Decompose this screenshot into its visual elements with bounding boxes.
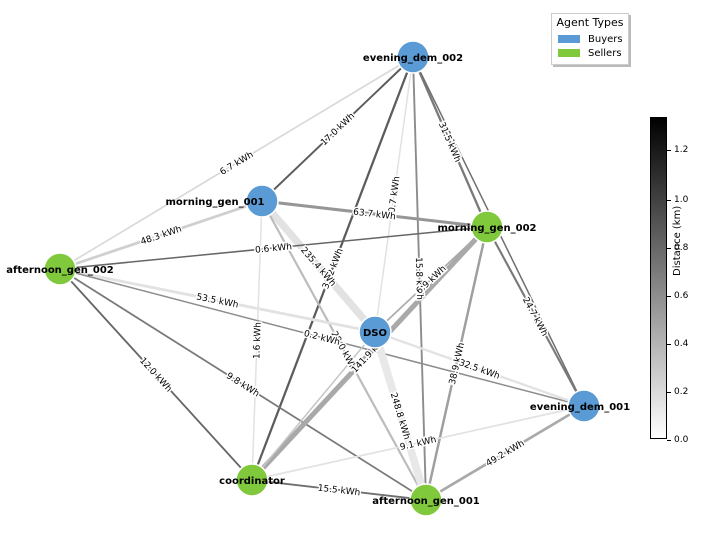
node-label-afternoon_gen_001: afternoon_gen_001 bbox=[372, 496, 480, 507]
legend-swatch-buyers bbox=[558, 35, 580, 43]
colorbar-tick: 1.0 bbox=[666, 194, 688, 206]
edge-evening_dem_001-afternoon_gen_001 bbox=[425, 404, 585, 502]
node-label-evening_dem_002: evening_dem_002 bbox=[363, 53, 463, 64]
edge-morning_gen_001-afternoon_gen_002 bbox=[59, 199, 263, 271]
node-morning_gen_001 bbox=[245, 184, 279, 218]
edge-morning_gen_002-coordinator bbox=[250, 225, 489, 482]
legend-item-buyers: Buyers bbox=[558, 34, 623, 46]
node-label-morning_gen_002: morning_gen_002 bbox=[438, 223, 537, 234]
edge-label: 48.3 kWh bbox=[139, 224, 183, 247]
edge-label: 24.7 kWh bbox=[520, 296, 549, 338]
edge-evening_dem_002-morning_gen_001 bbox=[261, 56, 414, 202]
edge-label: 17.0 kWh bbox=[319, 111, 357, 148]
edge-label: 53.5 kWh bbox=[195, 292, 239, 310]
edge-morning_gen_001-afternoon_gen_001 bbox=[261, 200, 427, 501]
edge-evening_dem_002-DSO bbox=[374, 56, 414, 333]
edge-morning_gen_001-coordinator bbox=[251, 200, 263, 481]
edge-label: 248.8 kWh bbox=[388, 392, 412, 441]
node-evening_dem_002 bbox=[396, 40, 430, 74]
edge-evening_dem_002-afternoon_gen_002 bbox=[59, 56, 414, 270]
edge-coordinator-afternoon_gen_001 bbox=[251, 479, 427, 501]
edge-label: 15.5 kWh bbox=[317, 484, 361, 499]
edge-afternoon_gen_002-afternoon_gen_001 bbox=[59, 268, 427, 501]
node-label-DSO: DSO bbox=[363, 328, 387, 339]
edge-DSO-afternoon_gen_001 bbox=[371, 330, 430, 502]
edge-afternoon_gen_002-coordinator bbox=[59, 268, 253, 481]
edge-evening_dem_001-coordinator bbox=[251, 405, 585, 481]
edge-afternoon_gen_002-evening_dem_001 bbox=[59, 268, 585, 407]
edges-layer bbox=[59, 56, 585, 502]
edge-label: 15.8 kWh bbox=[413, 257, 424, 300]
legend-label-sellers: Sellers bbox=[588, 48, 622, 59]
edge-label-halo: 15.8 kWh bbox=[413, 257, 424, 300]
edge-label: 6.7 kWh bbox=[219, 150, 256, 178]
edge-label-halo: 0.6 kWh bbox=[255, 242, 293, 256]
colorbar-tick: 0.8 bbox=[666, 242, 688, 254]
colorbar-tick: 0.0 bbox=[666, 434, 688, 446]
edge-label: 12.0 kWh bbox=[137, 356, 173, 394]
colorbar-label: Distance (km) bbox=[672, 205, 683, 276]
node-label-coordinator: coordinator bbox=[219, 476, 285, 487]
edge-evening_dem_002-morning_gen_002 bbox=[411, 56, 489, 228]
legend-swatch-sellers bbox=[558, 49, 580, 57]
edge-label: 1.6 kWh bbox=[252, 322, 263, 359]
edge-label: 31.5 kWh bbox=[436, 121, 462, 164]
edge-morning_gen_001-morning_gen_002 bbox=[261, 199, 488, 229]
colorbar-tick: 0.6 bbox=[666, 290, 688, 302]
edge-evening_dem_002-afternoon_gen_001 bbox=[412, 56, 427, 501]
legend-item-sellers: Sellers bbox=[558, 48, 622, 60]
node-DSO bbox=[358, 315, 392, 349]
edge-evening_dem_002-coordinator bbox=[250, 56, 415, 481]
node-label-morning_gen_001: morning_gen_001 bbox=[166, 197, 265, 208]
colorbar-tick: 1.2 bbox=[666, 144, 688, 156]
legend: Agent Types Buyers Sellers bbox=[551, 13, 629, 65]
edge-label: 0.7 kWh bbox=[388, 176, 403, 214]
node-afternoon_gen_002 bbox=[43, 252, 77, 286]
nodes-layer: evening_dem_002 morning_gen_001 morning_ge… bbox=[6, 40, 630, 517]
node-morning_gen_002 bbox=[470, 210, 504, 244]
legend-label-buyers: Buyers bbox=[588, 34, 623, 45]
edge-morning_gen_001-DSO bbox=[259, 198, 378, 335]
node-label-afternoon_gen_002: afternoon_gen_002 bbox=[6, 265, 114, 276]
edge-label: 49.2 kWh bbox=[485, 439, 527, 469]
legend-title: Agent Types bbox=[556, 16, 624, 29]
edge-label: 0.6 kWh bbox=[255, 242, 293, 256]
edge-afternoon_gen_002-DSO bbox=[59, 267, 376, 334]
colorbar-tick: 0.4 bbox=[666, 338, 688, 350]
edge-DSO-coordinator bbox=[251, 331, 376, 481]
edge-morning_gen_002-afternoon_gen_001 bbox=[424, 226, 489, 501]
edge-DSO-evening_dem_001 bbox=[374, 330, 585, 408]
node-coordinator bbox=[235, 463, 269, 497]
colorbar-tick: 0.2 bbox=[666, 386, 688, 398]
edge-label: 63.7 kWh bbox=[353, 208, 397, 223]
edge-afternoon_gen_002-morning_gen_002 bbox=[59, 226, 488, 270]
edge-morning_gen_002-evening_dem_001 bbox=[486, 226, 585, 407]
node-label-evening_dem_001: evening_dem_001 bbox=[530, 402, 630, 413]
node-evening_dem_001 bbox=[567, 389, 601, 423]
colorbar bbox=[650, 117, 667, 439]
edge-label-halo: 1.6 kWh bbox=[252, 322, 263, 359]
node-afternoon_gen_001 bbox=[409, 483, 443, 517]
